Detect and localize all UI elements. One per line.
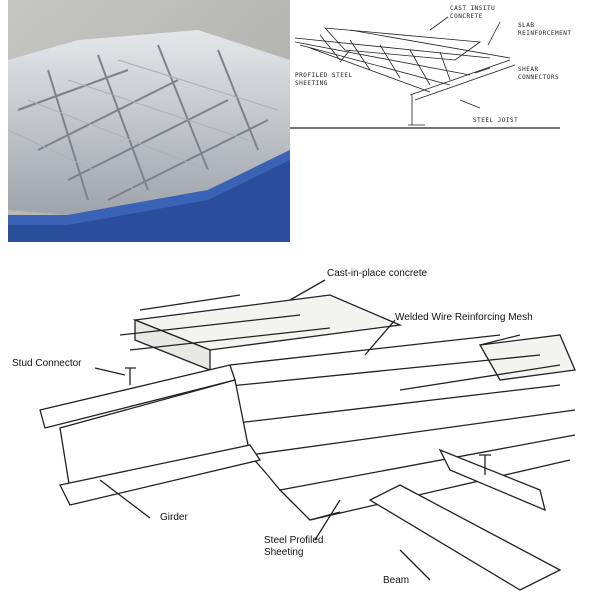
composite-deck-photo bbox=[7, 0, 290, 242]
composite-slab-sketch: CAST INSITU CONCRETE SLAB REINFORCEMENT … bbox=[290, 0, 600, 140]
label-steel-profiled-sheeting: Steel Profiled Sheeting bbox=[264, 535, 324, 558]
label-stud-connector: Stud Connector bbox=[12, 358, 82, 369]
label-cast-in-place-concrete: Cast-in-place concrete bbox=[327, 268, 428, 279]
label-beam: Beam bbox=[383, 575, 410, 586]
label-shear-connectors: SHEAR CONNECTORS bbox=[518, 66, 560, 81]
composite-floor-diagram: Cast-in-place concrete Welded Wire Reinf… bbox=[0, 250, 600, 600]
label-profiled-steel-sheeting: PROFILED STEEL SHEETING bbox=[295, 72, 353, 87]
label-slab-reinforcement: SLAB REINFORCEMENT bbox=[518, 22, 572, 37]
label-welded-wire-mesh: Welded Wire Reinforcing Mesh bbox=[395, 312, 533, 323]
label-cast-insitu-concrete: CAST INSITU CONCRETE bbox=[450, 5, 496, 20]
label-girder: Girder bbox=[160, 512, 188, 523]
label-steel-joist: STEEL JOIST bbox=[473, 117, 519, 124]
